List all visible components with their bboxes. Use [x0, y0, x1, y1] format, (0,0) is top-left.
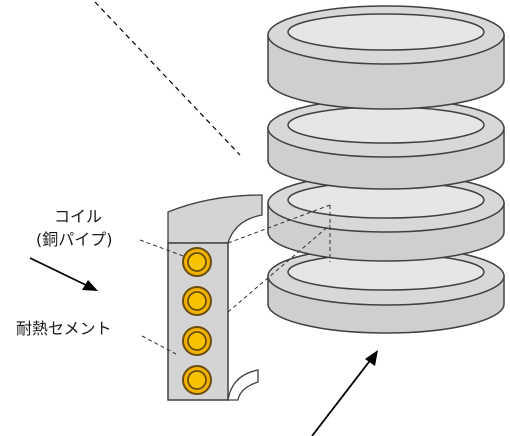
coil-tube-2	[182, 286, 212, 316]
ring-2	[267, 98, 505, 190]
coil-leader-line	[139, 239, 187, 258]
coil-tube-1	[182, 247, 212, 277]
section-connector-lower	[227, 224, 331, 313]
cement-label: 耐熱セメント	[16, 319, 112, 338]
bottom-arrow	[311, 350, 378, 436]
coil-label-line1: コイル	[54, 207, 102, 226]
coil-tube-4	[182, 365, 212, 395]
dashed-guide-line	[94, 1, 241, 156]
cross-section	[167, 194, 263, 401]
left-arrow	[29, 257, 98, 291]
coil-tube-3	[182, 326, 212, 356]
ring-1	[267, 5, 505, 110]
coil-label-line2: (銅パイプ)	[36, 230, 113, 249]
